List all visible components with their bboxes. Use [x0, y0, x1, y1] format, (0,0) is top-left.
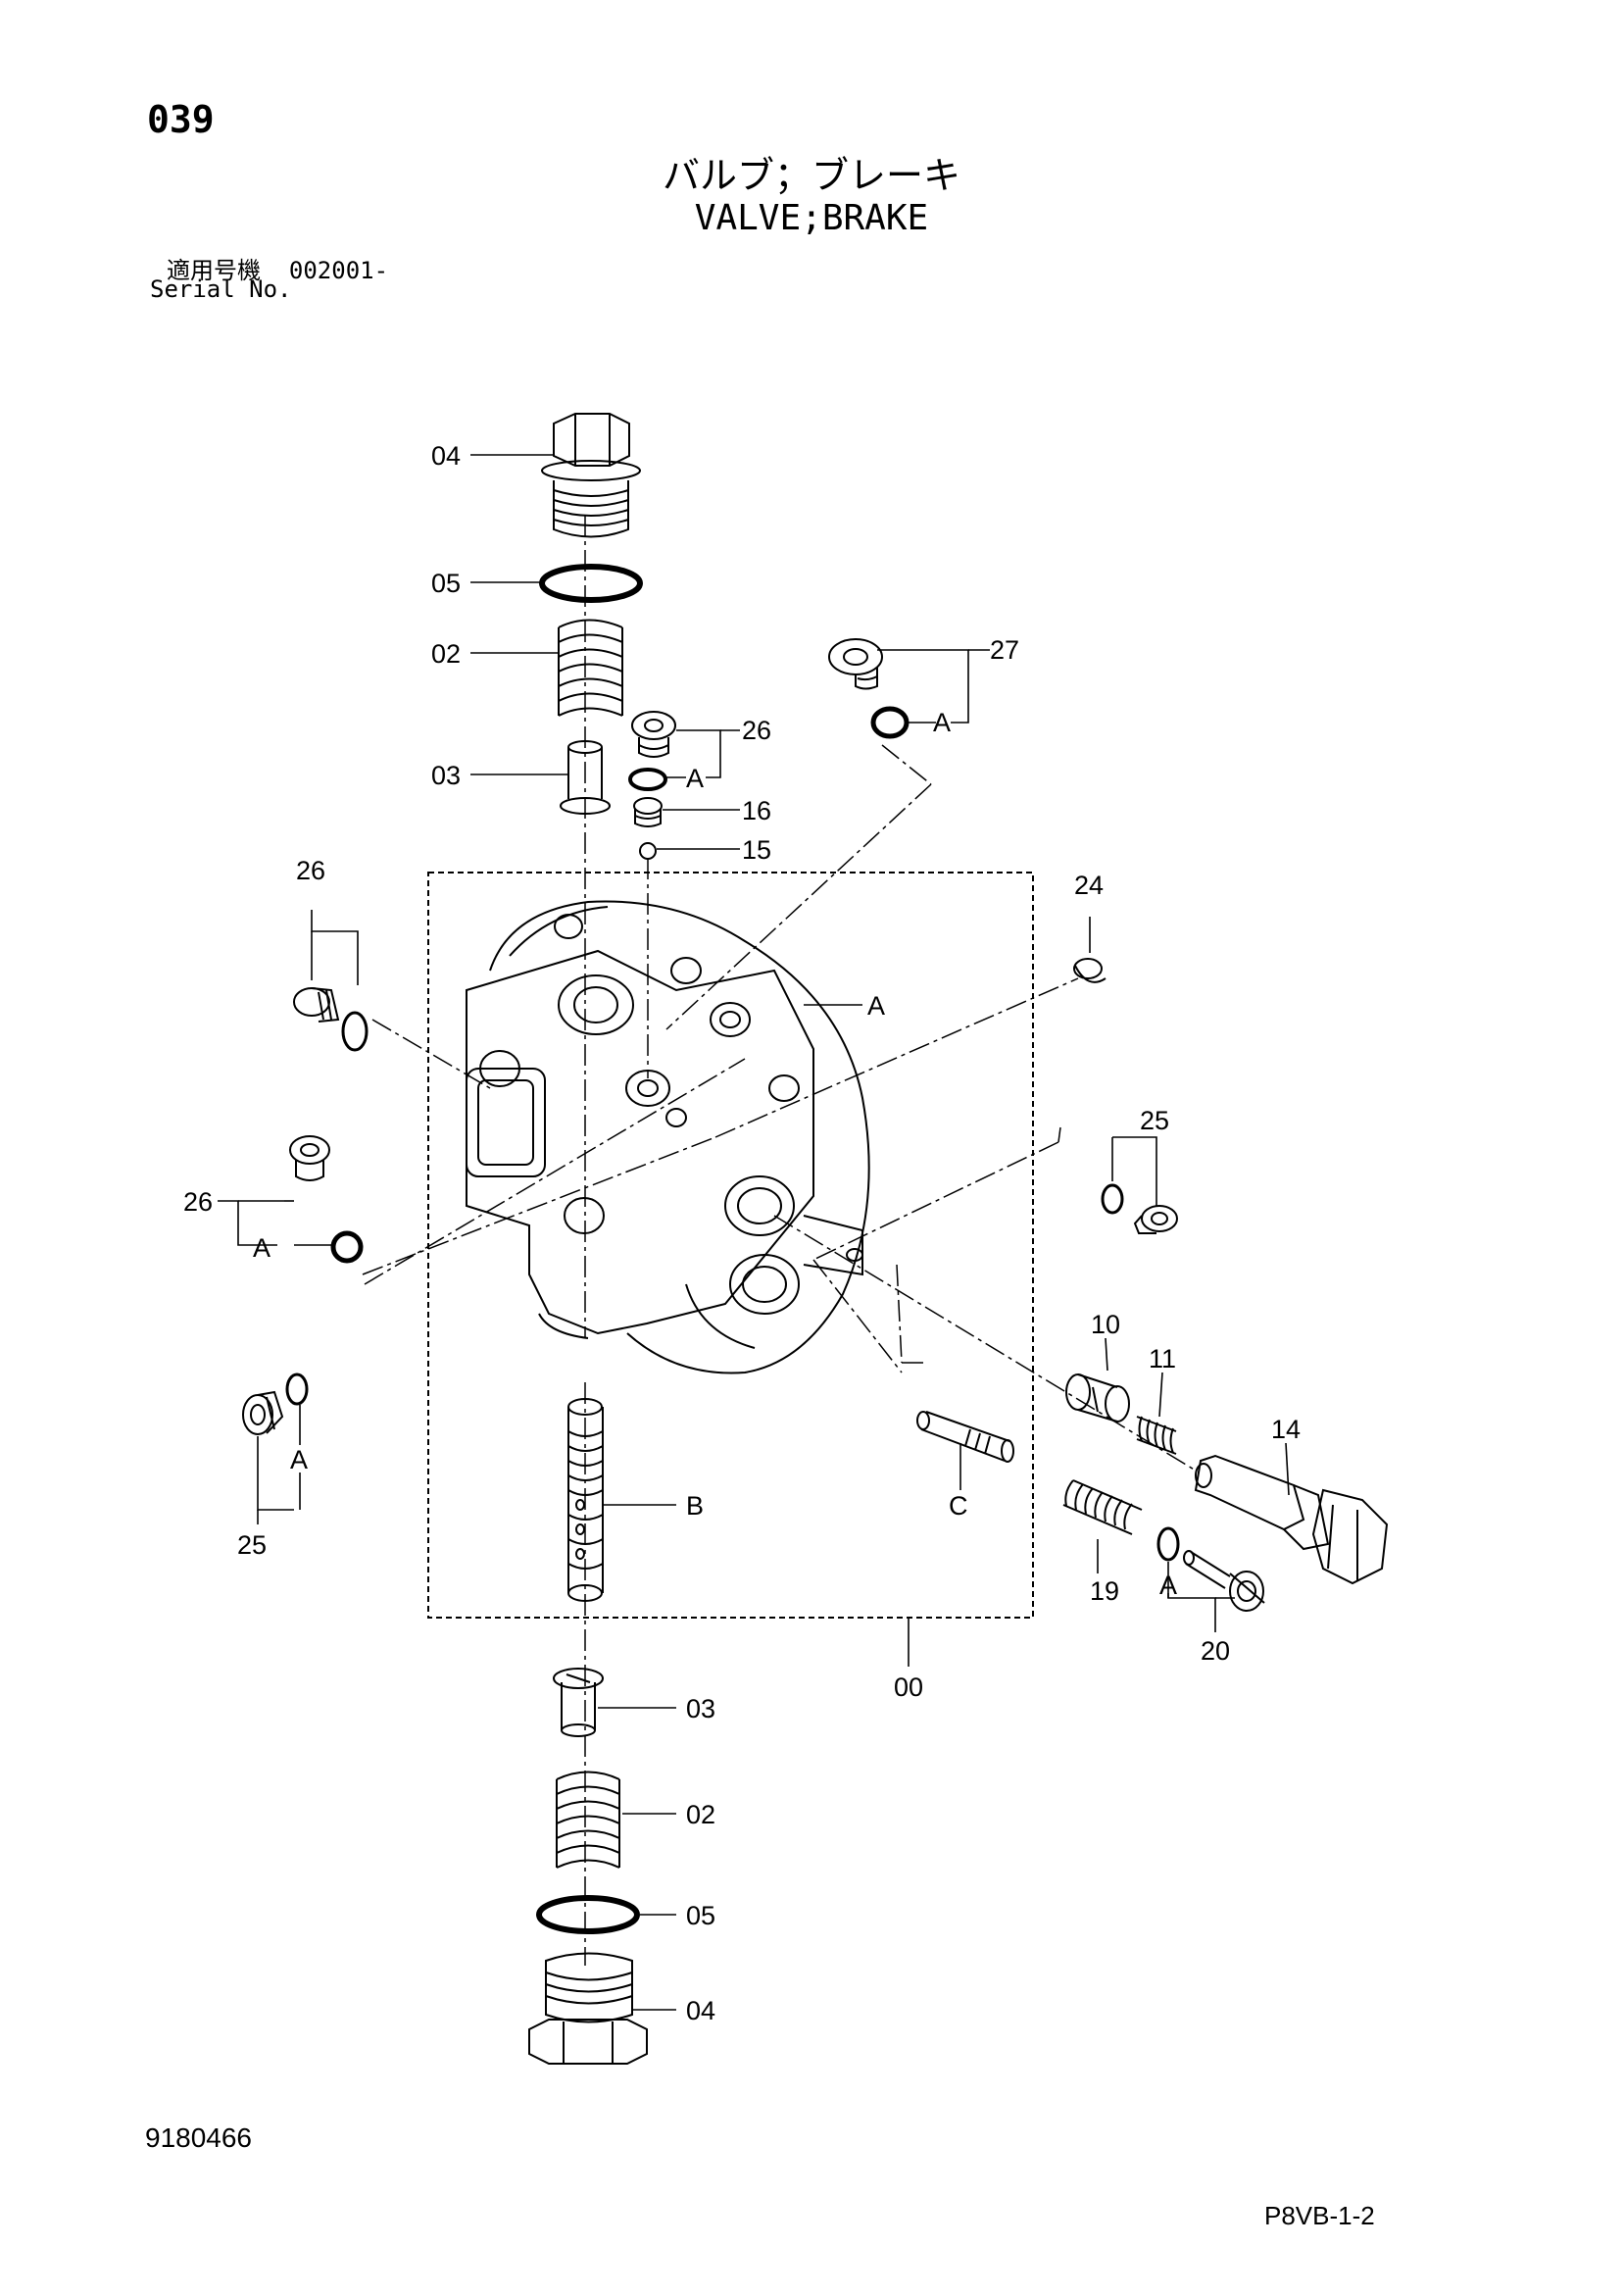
title-english: VALVE;BRAKE: [694, 198, 929, 238]
callout-27-a: A: [933, 708, 951, 737]
callout-a-body: A: [867, 991, 885, 1021]
plug-04-bottom: [528, 1952, 648, 2065]
screw-20: [1183, 1550, 1265, 1612]
sleeve-10: [1065, 1373, 1130, 1423]
callout-10: 10: [1091, 1310, 1120, 1339]
callout-11: 11: [1149, 1344, 1176, 1373]
callout-15: 15: [742, 835, 771, 865]
serial-label-japanese: 適用号機 002001-: [167, 251, 388, 285]
figure-reference: P8VB-1-2: [1264, 2201, 1375, 2230]
callout-26-mid: 26: [183, 1187, 213, 1217]
ball-15: [639, 842, 657, 860]
callout-27: 27: [990, 635, 1019, 665]
callout-03-bottom: 03: [686, 1694, 715, 1723]
o-ring-19: [1156, 1526, 1180, 1562]
callout-16: 16: [742, 796, 771, 825]
callout-20-a: A: [1159, 1571, 1177, 1600]
plug-25-left: [242, 1390, 284, 1435]
plug-26-top: [631, 711, 676, 758]
callout-03-top: 03: [431, 761, 461, 790]
piston-03-bottom: [553, 1668, 604, 1737]
serial-label-english: Serial No.: [150, 275, 292, 303]
spool-b: [567, 1398, 604, 1602]
callout-02-top: 02: [431, 639, 461, 669]
spring-19: [1062, 1479, 1143, 1535]
plug-26-mid: [289, 1135, 330, 1181]
callout-14: 14: [1271, 1415, 1301, 1444]
page-number: 039: [147, 98, 215, 141]
spool-c: [916, 1411, 1014, 1463]
plug-25-right: [1133, 1205, 1178, 1234]
serial-label-jp-text: 適用号機: [167, 257, 261, 284]
plug-24: [1073, 958, 1107, 983]
callout-b-spool: B: [686, 1491, 704, 1521]
callout-26-left: 26: [296, 856, 325, 885]
o-ring-26-left: [341, 1011, 369, 1052]
callout-04-bottom: 04: [686, 1996, 715, 2025]
callout-26-top: 26: [742, 716, 771, 745]
callout-25-right: 25: [1140, 1106, 1169, 1135]
callout-05-bottom: 05: [686, 1901, 715, 1930]
spring-02-bottom: [556, 1771, 620, 1869]
callout-05-top: 05: [431, 569, 461, 598]
callout-26-mid-a: A: [253, 1233, 270, 1263]
spring-11: [1136, 1416, 1177, 1455]
plug-16: [633, 797, 663, 827]
o-ring-25-right: [1101, 1183, 1124, 1215]
callout-25-left-a: A: [290, 1445, 308, 1474]
callout-24: 24: [1074, 871, 1104, 900]
piston-03-top: [560, 740, 611, 815]
o-ring-05-top: [539, 564, 643, 603]
callout-c-spool: C: [949, 1491, 968, 1521]
callout-20: 20: [1201, 1636, 1230, 1666]
spring-02-top: [558, 619, 623, 717]
poppet-14: [1194, 1454, 1389, 1585]
document-id: 9180466: [145, 2122, 253, 2153]
callout-00: 00: [894, 1672, 923, 1702]
leader-lines: [218, 454, 1290, 2011]
assembly-boundary-box: [427, 872, 1034, 1619]
o-ring-25-left: [285, 1373, 309, 1406]
o-ring-05-bottom: [536, 1895, 640, 1934]
o-ring-26-top: [628, 768, 667, 791]
center-lines: [362, 515, 1197, 1966]
callout-02-bottom: 02: [686, 1800, 715, 1829]
title-japanese: バルブ；ブレーキ: [662, 154, 960, 197]
callout-25-left: 25: [237, 1530, 267, 1560]
serial-number-value: 002001-: [288, 257, 389, 284]
callout-19: 19: [1090, 1576, 1119, 1606]
plug-27: [828, 638, 883, 690]
callout-26-top-a: A: [686, 764, 704, 793]
plug-26-left: [293, 987, 340, 1023]
valve-body: [466, 900, 870, 1374]
plug-04-top: [541, 413, 641, 538]
callout-04-top: 04: [431, 441, 461, 471]
o-ring-26-mid: [330, 1230, 364, 1264]
o-ring-27: [870, 706, 910, 739]
